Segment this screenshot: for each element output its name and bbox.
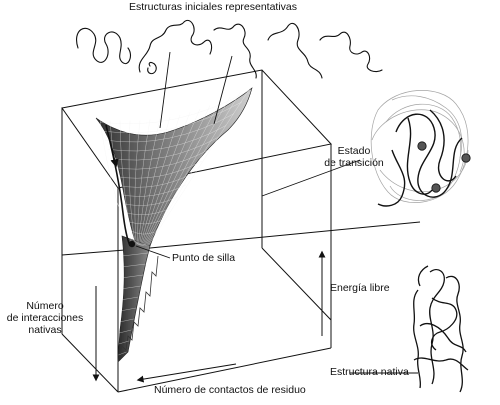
mesh-contour	[105, 113, 235, 143]
mesh-rib	[128, 120, 136, 245]
mesh-contour	[113, 149, 211, 170]
mesh-rib	[144, 101, 221, 246]
transition-state-label: Estado de transición	[324, 145, 384, 169]
residue-contacts-label: Número de contactos de residuo	[154, 384, 306, 396]
free-energy-label: Energía libre	[330, 282, 390, 294]
wireframe-box	[61, 69, 421, 393]
mesh-stem-rung	[121, 252, 149, 257]
mesh-rib	[138, 118, 161, 245]
mesh-contour	[102, 101, 243, 134]
mesh-stem-rung	[119, 307, 137, 312]
mesh-stem-rung	[118, 340, 129, 345]
saddle-point-marker	[128, 240, 136, 248]
mesh-contour	[128, 220, 163, 225]
mesh-stem-rung	[119, 318, 134, 323]
mesh-stem-rung	[121, 263, 146, 268]
mesh-stem-rung	[119, 329, 132, 334]
mesh-rib	[143, 105, 211, 246]
initial-structures-squiggles	[76, 19, 383, 79]
mesh-contour	[133, 239, 147, 246]
mesh-rib	[137, 119, 151, 245]
mesh-contour	[123, 196, 179, 206]
saddle-point-label: Punto de silla	[172, 252, 236, 264]
mesh-rib	[139, 116, 171, 245]
axis-arrows	[92, 250, 326, 383]
mesh-stem-rung	[118, 351, 127, 356]
mesh-contour	[99, 89, 251, 125]
mesh-rib	[145, 97, 231, 246]
mesh-rib	[147, 87, 251, 247]
folding-pathway-arrow	[110, 147, 119, 168]
mesh-rib	[134, 120, 141, 245]
funnel-mesh	[99, 87, 251, 356]
native-structure	[413, 265, 469, 393]
transition-state-structure	[370, 90, 471, 207]
mesh-rib	[142, 108, 201, 246]
mesh-contour	[110, 137, 219, 161]
mesh-rib	[119, 120, 135, 245]
mesh-contour	[118, 172, 195, 188]
native-interactions-label: Número de interacciones nativas	[6, 300, 84, 336]
mesh-stem-rung	[120, 285, 141, 290]
folding-pathway	[105, 124, 131, 247]
mesh-contour	[115, 160, 203, 179]
mesh-rib	[141, 112, 191, 246]
pointer-lines	[135, 51, 418, 374]
native-structure-label: Estructura nativa	[330, 366, 409, 378]
initial-structures-label: Estructuras iniciales representativas	[128, 1, 298, 13]
mesh-contour	[120, 184, 187, 197]
mesh-stem-rung	[121, 274, 144, 279]
mesh-rib	[140, 114, 181, 246]
mesh-stem-rung	[120, 296, 139, 301]
residue-contacts-arrow	[136, 363, 237, 383]
mesh-rib	[99, 119, 133, 245]
mesh-rib	[146, 92, 241, 246]
energy-funnel-surface	[95, 87, 253, 363]
